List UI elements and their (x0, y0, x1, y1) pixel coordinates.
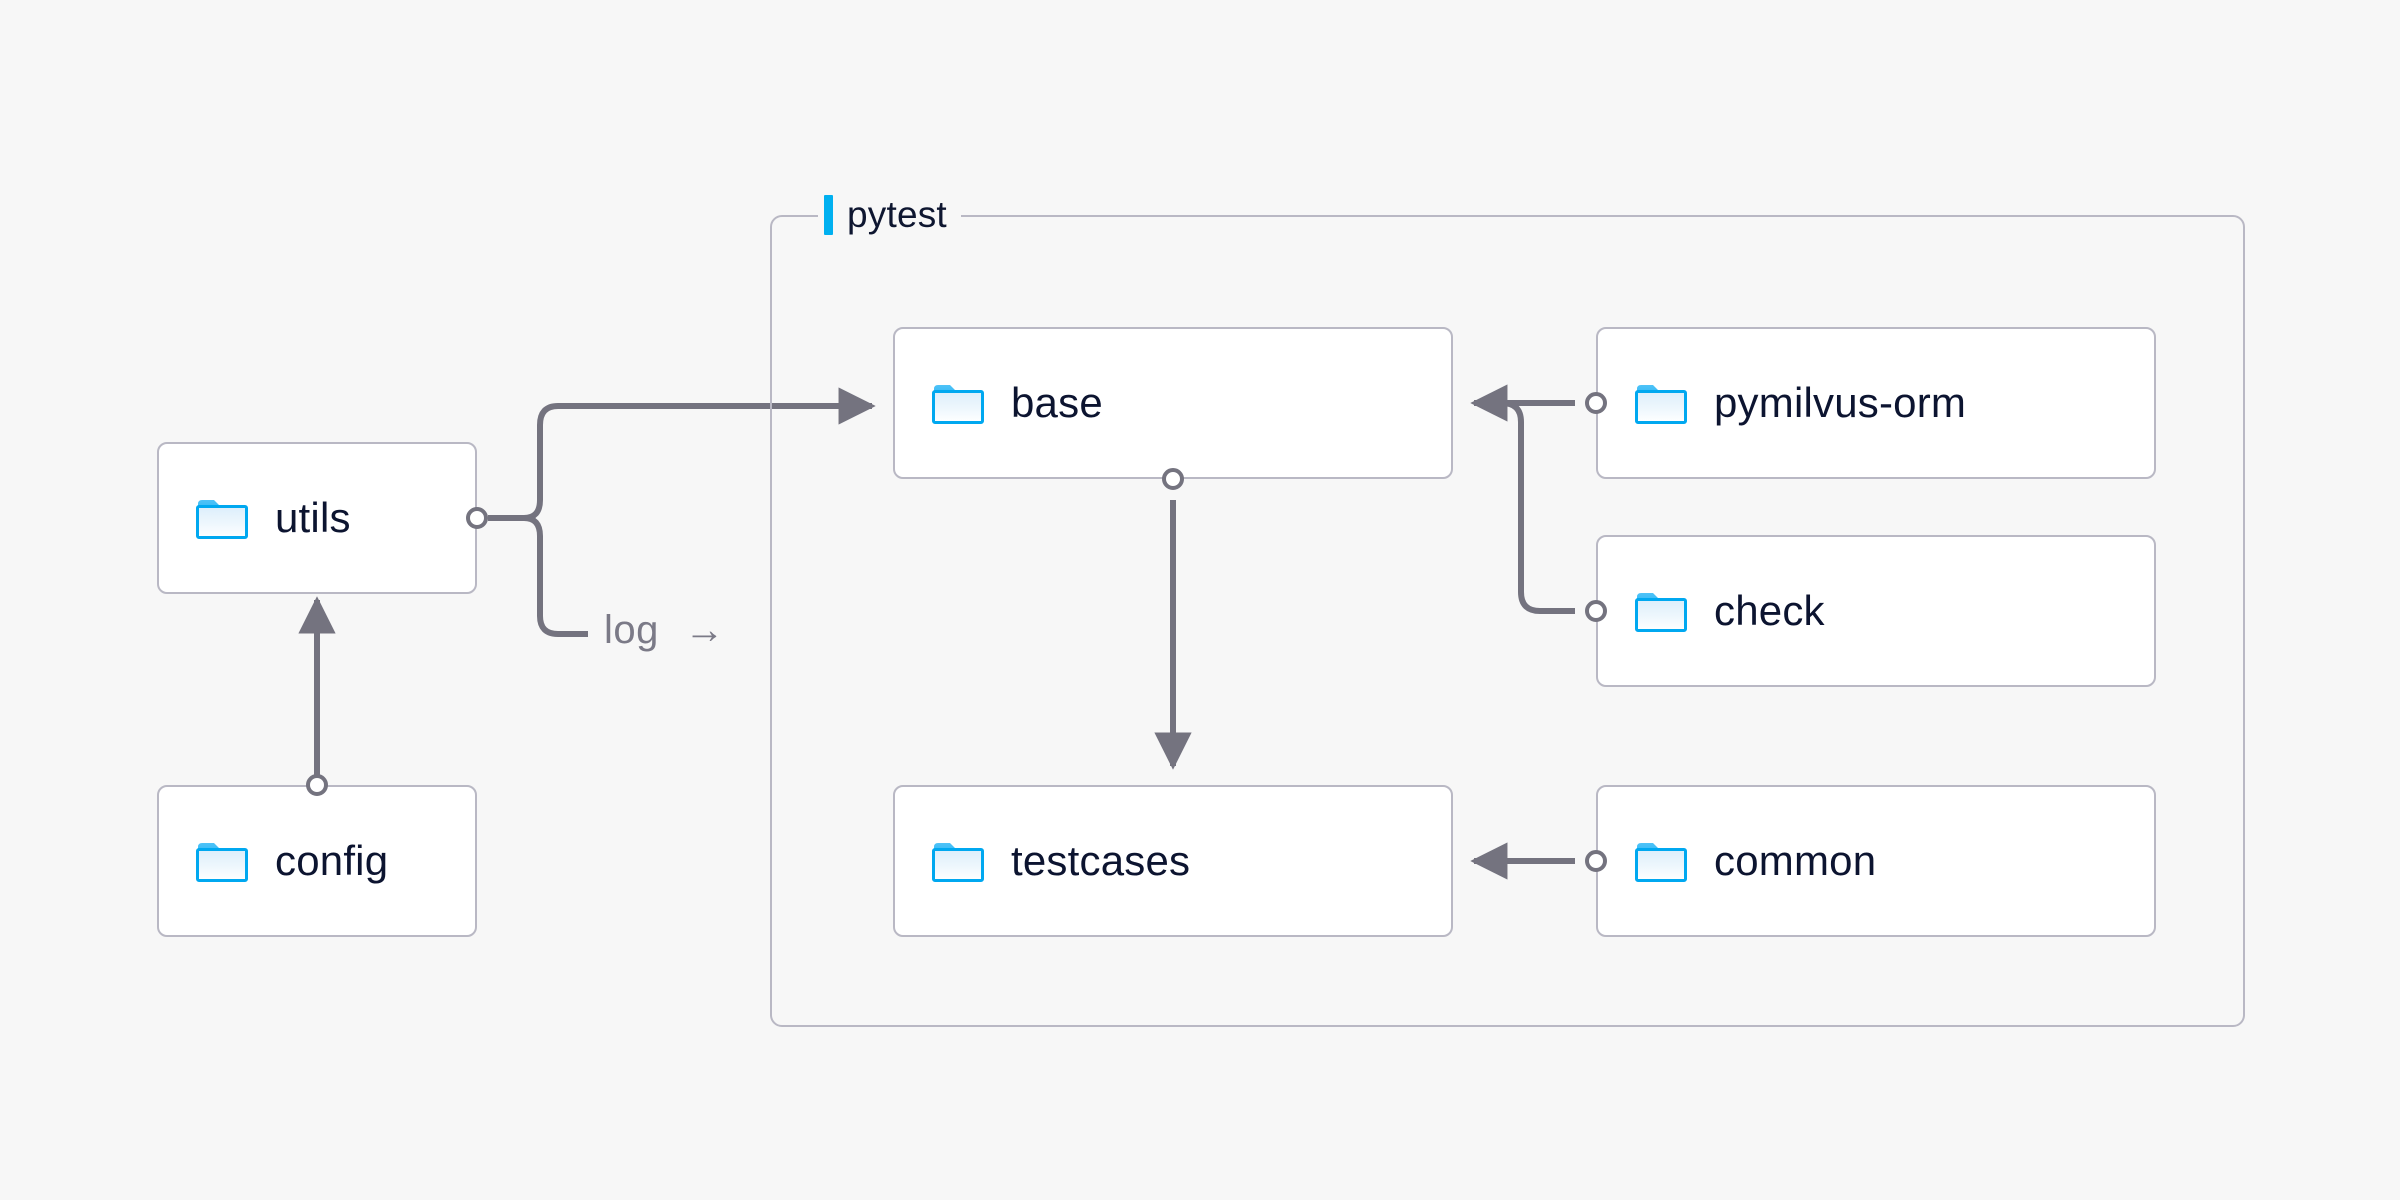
folder-icon (1635, 385, 1687, 424)
node-common-label: common (1714, 837, 1877, 884)
node-config-label: config (275, 837, 389, 884)
node-testcases-label: testcases (1011, 837, 1191, 884)
edge-label-log-text: log (604, 608, 659, 652)
node-utils[interactable]: utils (157, 442, 477, 594)
node-config[interactable]: config (157, 785, 477, 937)
node-pymilvus-orm-content: pymilvus-orm (1598, 379, 1966, 427)
accent-bar-icon (824, 195, 833, 235)
node-base-content: base (895, 379, 1103, 427)
folder-icon (1635, 593, 1687, 632)
handle-utils-right[interactable] (466, 507, 488, 529)
node-common[interactable]: common (1596, 785, 2156, 937)
node-testcases-content: testcases (895, 837, 1190, 885)
node-check-content: check (1598, 587, 1825, 635)
handle-common-left[interactable] (1585, 850, 1607, 872)
node-check[interactable]: check (1596, 535, 2156, 687)
handle-base-bottom[interactable] (1162, 468, 1184, 490)
node-pymilvus-orm-label: pymilvus-orm (1714, 379, 1967, 426)
pytest-group-container[interactable] (770, 215, 2245, 1027)
group-title-label: pytest (847, 194, 947, 235)
folder-icon (932, 843, 984, 882)
node-common-content: common (1598, 837, 1876, 885)
arrow-right-icon: → (684, 608, 726, 652)
handle-check-left[interactable] (1585, 600, 1607, 622)
folder-icon (1635, 843, 1687, 882)
pytest-group-title: pytest (818, 192, 961, 238)
node-base[interactable]: base (893, 327, 1453, 479)
edge-label-log[interactable]: log → (604, 608, 725, 653)
node-utils-label: utils (275, 494, 351, 541)
node-testcases[interactable]: testcases (893, 785, 1453, 937)
handle-config-top[interactable] (306, 774, 328, 796)
node-check-label: check (1714, 587, 1825, 634)
node-config-content: config (159, 837, 388, 885)
folder-icon (196, 843, 248, 882)
handle-pymilvus-orm-left[interactable] (1585, 392, 1607, 414)
node-utils-content: utils (159, 494, 351, 542)
folder-icon (932, 385, 984, 424)
node-pymilvus-orm[interactable]: pymilvus-orm (1596, 327, 2156, 479)
folder-icon (196, 500, 248, 539)
edge-utils-to-log (523, 515, 588, 637)
node-base-label: base (1011, 379, 1103, 426)
